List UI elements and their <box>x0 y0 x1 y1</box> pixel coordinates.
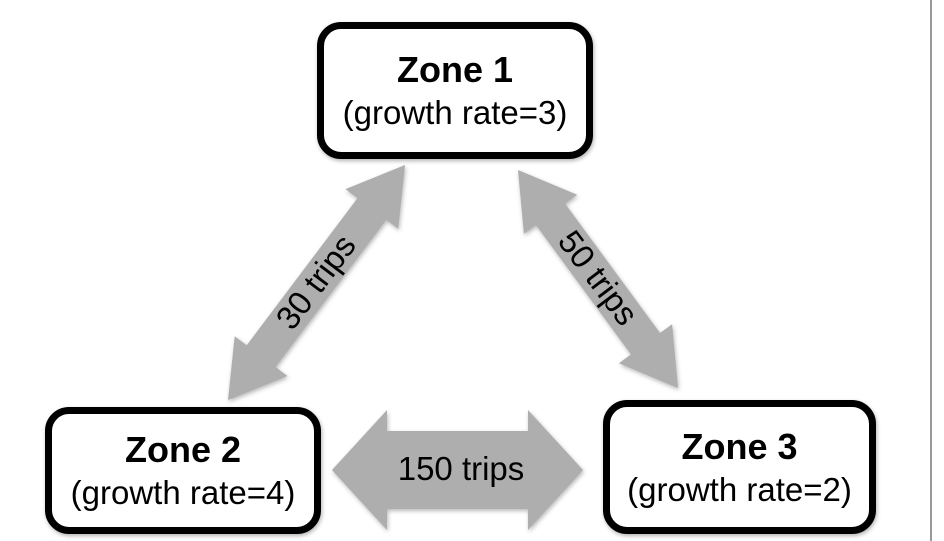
zone-2-growth-rate: (growth rate=4) <box>70 474 296 512</box>
arrow-zone1-zone3 <box>518 170 678 388</box>
zone-2-title: Zone 2 <box>124 429 241 471</box>
zone-1-title: Zone 1 <box>396 49 513 91</box>
zone-1-box: Zone 1 (growth rate=3) <box>317 22 593 159</box>
zone-1-growth-rate: (growth rate=3) <box>342 94 568 132</box>
trip-count-zone2-zone3: 150 trips <box>397 450 525 487</box>
arrow-zone1-zone2 <box>228 165 405 400</box>
arrow-zone2-zone3 <box>332 410 583 530</box>
right-border-line <box>930 0 932 541</box>
zone-2-box: Zone 2 (growth rate=4) <box>45 407 321 534</box>
zone-3-growth-rate: (growth rate=2) <box>627 470 852 508</box>
zone-3-title: Zone 3 <box>681 425 798 467</box>
zone-3-box: Zone 3 (growth rate=2) <box>603 400 876 534</box>
